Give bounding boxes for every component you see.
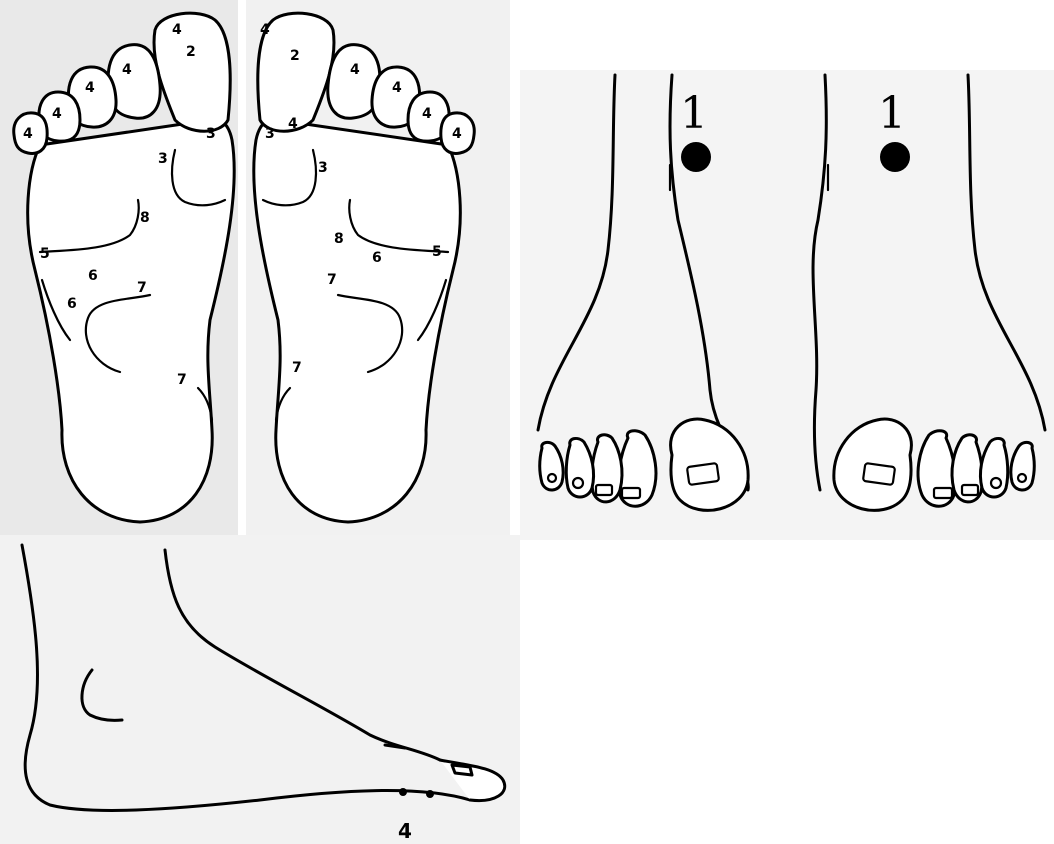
- left-label-2: 2: [186, 44, 196, 60]
- left-label-5: 4: [52, 106, 62, 122]
- right-label-3: 3: [265, 126, 275, 142]
- left-toenail-2: [622, 488, 640, 498]
- left-label-12: 7: [137, 280, 147, 296]
- right-label-13: 7: [327, 272, 337, 288]
- side-scan-background: [0, 535, 520, 844]
- left-label-1: 4: [172, 22, 182, 38]
- left-toenail-4: [573, 478, 583, 488]
- left-label-7: 3: [206, 126, 216, 142]
- right-label-7: 4: [422, 106, 432, 122]
- right-big-toenail: [863, 463, 895, 485]
- right-label-6: 4: [392, 80, 402, 96]
- left-acupoint: [681, 142, 711, 172]
- side-acupoint-a: [399, 788, 407, 796]
- top-view-diagrams: 1 1: [520, 70, 1054, 540]
- right-label-9: 3: [318, 160, 328, 176]
- left-label-11: 6: [88, 268, 98, 284]
- right-label-1: 4: [260, 22, 270, 38]
- top-view-svg: 1 1: [520, 70, 1054, 540]
- right-acupoint: [880, 142, 910, 172]
- side-acupoint-b: [426, 790, 434, 798]
- left-big-toenail: [687, 463, 719, 485]
- right-label-2: 2: [290, 48, 300, 64]
- sole-diagrams: 4 2 4 4 4 4 3 3 8 5 6 7 6 7: [0, 0, 510, 535]
- right-label-8: 4: [452, 126, 462, 142]
- side-point-label: 4: [398, 819, 412, 843]
- right-toenail-3: [962, 485, 978, 495]
- left-label-6: 4: [23, 126, 33, 142]
- left-toenail-3: [596, 485, 612, 495]
- right-label-14: 7: [292, 360, 302, 376]
- left-label-14: 7: [177, 372, 187, 388]
- side-view-svg: 4: [0, 535, 520, 844]
- left-label-3: 4: [122, 62, 132, 78]
- right-label-11: 6: [372, 250, 382, 266]
- sole-diagrams-svg: 4 2 4 4 4 4 3 3 8 5 6 7 6 7: [0, 0, 510, 535]
- left-label-13: 6: [67, 296, 77, 312]
- right-label-12: 5: [432, 244, 442, 260]
- left-label-10: 5: [40, 246, 50, 262]
- left-label-8: 3: [158, 151, 168, 167]
- side-view-diagram: 4: [0, 535, 520, 844]
- right-toenail-2: [934, 488, 952, 498]
- right-point-label: 1: [878, 88, 906, 139]
- left-label-9: 8: [140, 210, 150, 226]
- right-label-4: 4: [288, 116, 298, 132]
- panel-gap: [238, 0, 246, 535]
- left-label-4: 4: [85, 80, 95, 96]
- right-label-5: 4: [350, 62, 360, 78]
- right-toenail-4: [991, 478, 1001, 488]
- right-toenail-5: [1018, 474, 1026, 482]
- left-point-label: 1: [680, 88, 708, 139]
- right-label-10: 8: [334, 231, 344, 247]
- left-toenail-5: [548, 474, 556, 482]
